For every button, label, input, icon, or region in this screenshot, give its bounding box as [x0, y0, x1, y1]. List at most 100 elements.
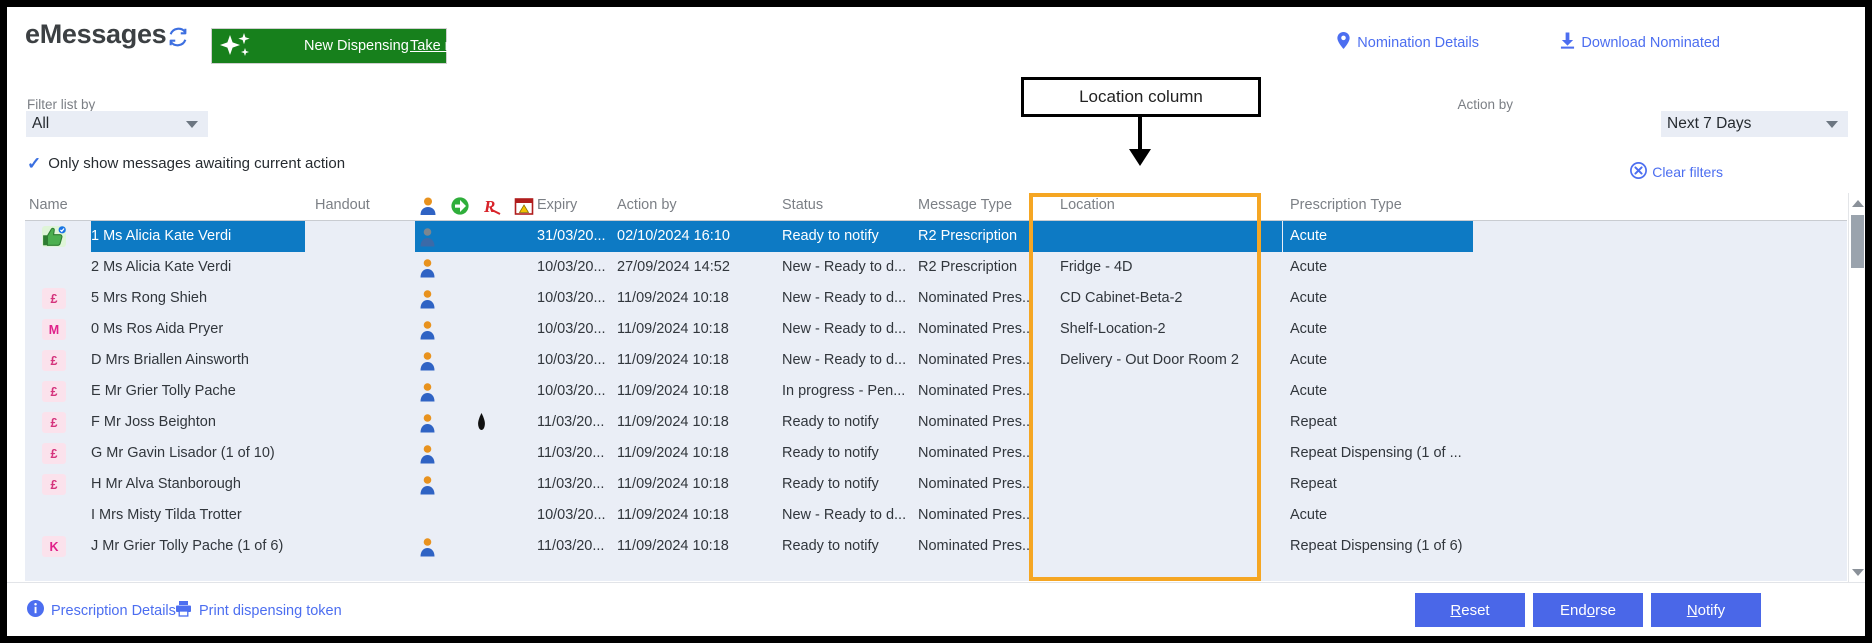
red-r-icon[interactable]: R — [482, 196, 502, 216]
refresh-icon[interactable] — [167, 26, 189, 48]
cell-expiry: 10/03/20... — [537, 352, 606, 368]
action-by-value: Next 7 Days — [1667, 115, 1752, 132]
cell-action-by: 11/09/2024 10:18 — [617, 414, 729, 430]
cell-message-type: Nominated Pres... — [918, 290, 1035, 306]
print-token-label: Print dispensing token — [199, 602, 342, 619]
cell-status: Ready to notify — [782, 228, 879, 244]
cell-status: Ready to notify — [782, 538, 879, 554]
action-by-select[interactable]: Next 7 Days — [1661, 111, 1848, 137]
cell-status: New - Ready to d... — [782, 507, 907, 523]
awaiting-action-checkbox[interactable]: ✓ Only show messages awaiting current ac… — [27, 155, 345, 172]
cell-prescription-type: Acute — [1290, 352, 1328, 368]
cell-message-type: R2 Prescription — [918, 228, 1018, 244]
filter-list-select[interactable]: All — [26, 111, 208, 137]
prescription-details-link[interactable]: Prescription Details — [27, 600, 176, 621]
svg-text:R: R — [483, 197, 495, 216]
vertical-scrollbar[interactable] — [1848, 193, 1865, 583]
app-footer: Prescription Details Print dispensing to… — [7, 582, 1865, 636]
status-badge: K — [42, 536, 66, 557]
row-selection-highlight — [91, 221, 305, 252]
table-row[interactable]: £G Mr Gavin Lisador (1 of 10)11/03/20...… — [25, 438, 1847, 469]
row-name: I Mrs Misty Tilda Trotter — [91, 507, 242, 523]
cell-message-type: R2 Prescription — [918, 259, 1018, 275]
download-icon — [1560, 32, 1575, 53]
cell-status: New - Ready to d... — [782, 259, 907, 275]
nomination-details-link[interactable]: Nomination Details — [1336, 32, 1479, 53]
callout-arrow-stem — [1138, 117, 1142, 154]
cell-prescription-type: Acute — [1290, 290, 1328, 306]
person-icon — [419, 537, 436, 557]
cell-prescription-type: Acute — [1290, 321, 1328, 337]
banner-text: New Dispensing — [304, 38, 409, 54]
awaiting-action-label: Only show messages awaiting current acti… — [48, 155, 346, 172]
droplet-icon — [477, 413, 486, 431]
cell-prescription-type: Repeat — [1290, 414, 1337, 430]
calendar-warning-icon[interactable] — [514, 196, 534, 216]
cell-action-by: 11/09/2024 10:18 — [617, 538, 729, 554]
header-handout[interactable]: Handout — [315, 197, 370, 213]
status-badge: £ — [42, 412, 66, 433]
new-dispensing-banner[interactable]: New Dispensing Take me there — [211, 28, 502, 64]
cell-status: Ready to notify — [782, 414, 879, 430]
cell-location: Fridge - 4D — [1060, 259, 1133, 275]
clear-filters-button[interactable]: Clear filters — [1630, 162, 1723, 182]
scroll-down-arrow-icon[interactable] — [1852, 569, 1864, 576]
header-action-by[interactable]: Action by — [617, 197, 677, 213]
person-icon — [419, 351, 436, 371]
action-by-label: Action by — [1457, 97, 1513, 112]
cell-status: Ready to notify — [782, 445, 879, 461]
row-name: H Mr Alva Stanborough — [91, 476, 241, 492]
row-selection-highlight — [1052, 221, 1282, 252]
header-status[interactable]: Status — [782, 197, 824, 213]
sparkle-icon — [220, 33, 254, 59]
scrollbar-thumb[interactable] — [1851, 215, 1864, 268]
header-expiry[interactable]: Expiry — [537, 197, 578, 213]
person-icon[interactable] — [418, 196, 438, 216]
cell-status: Ready to notify — [782, 476, 879, 492]
download-nominated-link[interactable]: Download Nominated — [1560, 32, 1720, 53]
cell-message-type: Nominated Pres... — [918, 321, 1035, 337]
print-dispensing-token-link[interactable]: Print dispensing token — [175, 600, 342, 621]
person-icon — [419, 289, 436, 309]
table-header-row: Name Handout R Expiry Action by Status M… — [25, 193, 1847, 221]
cell-expiry: 31/03/20... — [537, 228, 606, 244]
cell-message-type: Nominated Pres... — [918, 352, 1035, 368]
callout-arrow-head — [1129, 149, 1151, 166]
person-icon — [419, 444, 436, 464]
callout-text: Location column — [1079, 87, 1203, 106]
cell-message-type: Nominated Pres... — [918, 414, 1035, 430]
header-name[interactable]: Name — [29, 197, 68, 213]
cell-action-by: 11/09/2024 10:18 — [617, 445, 729, 461]
printer-icon — [175, 600, 192, 621]
cell-expiry: 10/03/20... — [537, 321, 606, 337]
cell-expiry: 11/03/20... — [537, 414, 605, 430]
header-location[interactable]: Location — [1060, 197, 1115, 213]
cell-location: Shelf-Location-2 — [1060, 321, 1166, 337]
cell-prescription-type: Repeat — [1290, 476, 1337, 492]
emessages-window: eMessages New Dispensing Take me there — [7, 7, 1865, 636]
take-me-there-link[interactable]: Take me there — [410, 38, 502, 54]
filter-list-label: Filter list by — [27, 97, 96, 112]
row-name: G Mr Gavin Lisador (1 of 10) — [91, 445, 275, 461]
green-bag-icon[interactable] — [450, 196, 470, 216]
info-icon — [27, 600, 44, 621]
scroll-up-arrow-icon[interactable] — [1852, 200, 1864, 207]
header-prescription-type[interactable]: Prescription Type — [1290, 197, 1402, 213]
header-message-type[interactable]: Message Type — [918, 197, 1013, 213]
cell-message-type: Nominated Pres... — [918, 383, 1035, 399]
cell-expiry: 11/03/20... — [537, 445, 605, 461]
